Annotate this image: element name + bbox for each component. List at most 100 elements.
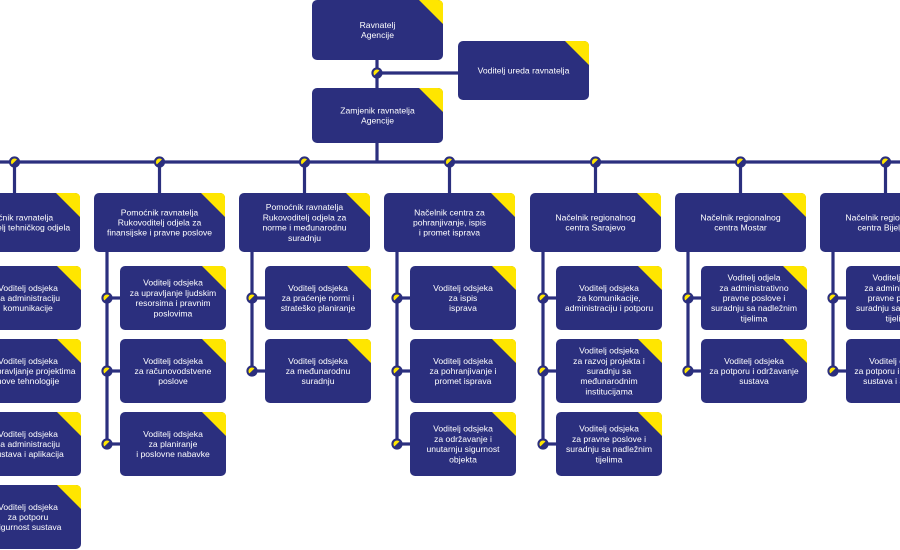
- unit-box-background: [265, 266, 371, 330]
- unit-box-background: [556, 339, 662, 403]
- unit-box-label-line: za administraciju: [0, 293, 60, 303]
- office-head-box: Voditelj ureda ravnatelja: [458, 41, 589, 100]
- department-head-box-label-line: Pomoćnik ravnatelja: [0, 212, 53, 222]
- unit-box-background: [410, 412, 516, 476]
- unit-box-background: [0, 339, 81, 403]
- unit-box-label-line: tijelima: [741, 313, 768, 323]
- department-head-box-label-line: norme i međunarodnu: [262, 223, 346, 233]
- deputy-box-corner-accent: [419, 88, 443, 112]
- unit-box-corner-accent: [202, 412, 226, 436]
- unit-box-corner-accent: [57, 339, 81, 363]
- unit-box-label-line: za upravljanje projektima: [0, 366, 76, 376]
- unit-node: [537, 292, 549, 304]
- unit-box-label-line: za pohranjivanje i: [430, 366, 497, 376]
- unit-node: [246, 292, 258, 304]
- department-head-box-label-line: Rukovoditelj tehničkog odjela: [0, 223, 70, 233]
- unit-box-label-line: Voditelj odsjeka: [143, 429, 203, 439]
- unit-box-corner-accent: [783, 339, 807, 363]
- unit-box-label-line: sustava i aplikacija: [863, 376, 900, 386]
- unit-node: [101, 438, 113, 450]
- department-head-box-label-line: finansijske i pravne poslove: [107, 228, 212, 238]
- unit-box-label-line: za računovodstvene: [135, 366, 212, 376]
- unit-box-label-line: komunikacije: [3, 303, 53, 313]
- department-head-box-label-line: centra Sarajevo: [565, 223, 625, 233]
- department-head-box-background: [384, 193, 515, 252]
- unit-box-label-line: i poslovne nabavke: [136, 449, 210, 459]
- department-head-box-label-line: pohranjivanje, ispis: [413, 218, 486, 228]
- deputy-box-label-line: Agencije: [361, 116, 394, 126]
- unit-box-label-line: za administraciju: [0, 439, 60, 449]
- unit-box-background: [556, 412, 662, 476]
- unit-box-label-line: Voditelj odsjeka: [579, 346, 639, 356]
- department-head-box-corner-accent: [782, 193, 806, 217]
- department-head-box-background: [820, 193, 900, 252]
- unit-box-corner-accent: [492, 412, 516, 436]
- department-head-box-label-line: Pomoćnik ravnatelja: [266, 202, 344, 212]
- department-head-box-label-line: centra Mostar: [714, 223, 767, 233]
- bus-node: [153, 156, 166, 168]
- unit-box-corner-accent: [492, 339, 516, 363]
- unit-box-label-line: Voditelj odsjeka: [143, 356, 203, 366]
- unit-box-label-line: tijelima: [596, 454, 623, 464]
- director-box-background: [312, 0, 443, 60]
- bus-node: [443, 156, 456, 168]
- unit-box-background: [410, 339, 516, 403]
- unit-box-label-line: sigurnost sustava: [0, 522, 62, 532]
- unit-box-label-line: za potporu: [8, 512, 49, 522]
- connector-node: [371, 67, 383, 79]
- unit-box-label-line: objekta: [449, 454, 477, 464]
- department-head-box-label-line: Načelnik regionalnog: [555, 212, 635, 222]
- unit-box-label-line: poslovima: [154, 308, 193, 318]
- deputy-box-label-line: Zamjenik ravnatelja: [340, 105, 415, 115]
- unit-box-label-line: institucijama: [585, 386, 633, 396]
- department-head-box-corner-accent: [491, 193, 515, 217]
- bus-node: [879, 156, 892, 168]
- department-head-box-label-line: Pomoćnik ravnatelja: [121, 207, 199, 217]
- office-head-box-label-line: Voditelj ureda ravnatelja: [478, 66, 570, 76]
- unit-box-background: [701, 266, 807, 330]
- unit-box-corner-accent: [202, 339, 226, 363]
- unit-box-corner-accent: [57, 485, 81, 509]
- unit-box-corner-accent: [57, 266, 81, 290]
- unit-box-label-line: promet isprava: [435, 376, 492, 386]
- unit-box-background: [120, 266, 226, 330]
- unit-box-label-line: za administrativno: [864, 283, 900, 293]
- unit-node: [246, 365, 258, 377]
- unit-node: [682, 292, 694, 304]
- unit-box-corner-accent: [638, 266, 662, 290]
- unit-box-label-line: Voditelj odsjeka: [0, 429, 58, 439]
- unit-box-corner-accent: [347, 339, 371, 363]
- unit-box-label-line: suradnju sa nadležnim: [566, 444, 652, 454]
- unit-box-label-line: za potporu i održavanje: [854, 366, 900, 376]
- department-head-box-label-line: Rukovoditelj odjela za: [118, 218, 202, 228]
- office-head-box-corner-accent: [565, 41, 589, 65]
- deputy-box-background: [312, 88, 443, 143]
- department-head-box-background: [0, 193, 80, 252]
- unit-box-corner-accent: [783, 266, 807, 290]
- unit-box-label-line: Voditelj odjela: [727, 273, 780, 283]
- unit-box-label-line: Voditelj odjela: [872, 273, 900, 283]
- unit-box-label-line: za održavanje i: [434, 434, 492, 444]
